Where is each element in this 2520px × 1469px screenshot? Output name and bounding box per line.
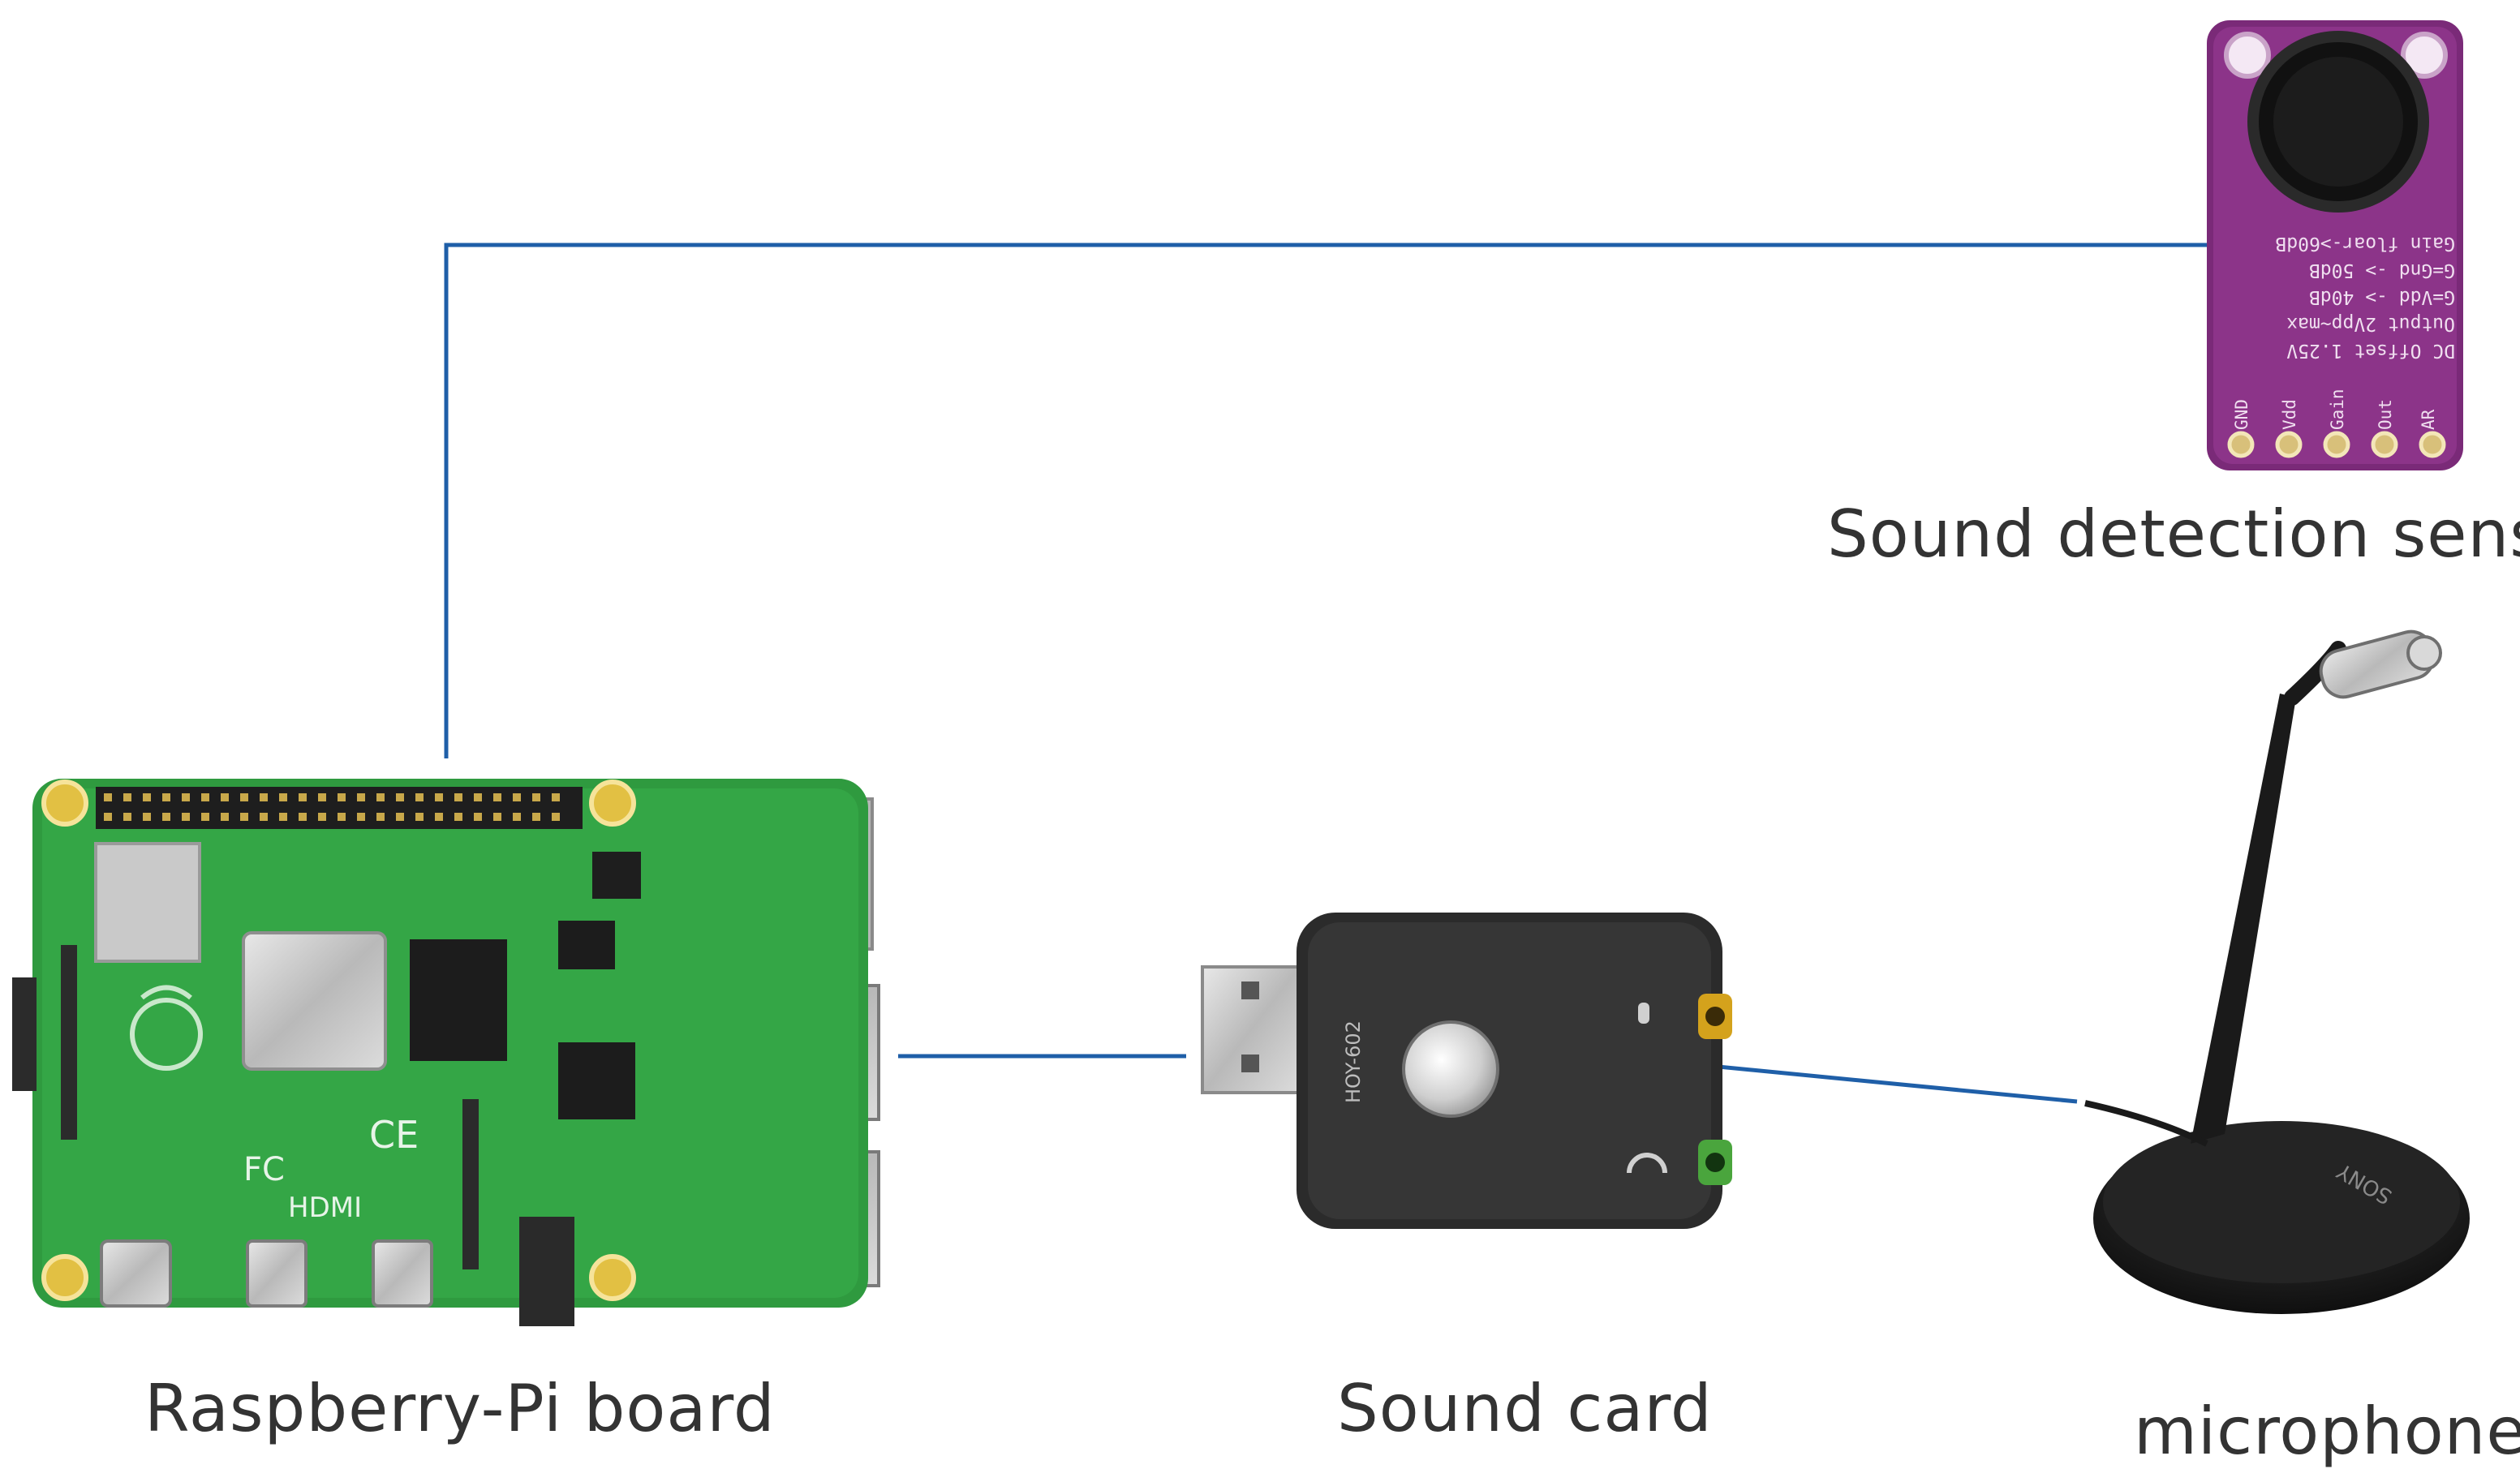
sound-card-label: Sound card — [1337, 1371, 1713, 1446]
volume-knob-icon — [1402, 1020, 1499, 1118]
gpio-header-icon — [96, 787, 583, 829]
pi-hdmi-label: HDMI — [288, 1192, 362, 1224]
mic-head-icon — [2319, 629, 2442, 699]
pi-to-sensor-line — [444, 243, 2223, 758]
sensor-text-row: Output 2Vpp~max — [2286, 313, 2455, 334]
cpu-chip-icon — [242, 931, 387, 1071]
sound-card-model: HOY-602 — [1342, 1020, 1365, 1103]
sensor-text-row: DC Offset 1.25V — [2286, 340, 2455, 361]
sound-sensor-label: Sound detection sensor — [1827, 496, 2520, 572]
sensor-pin-label: AR — [2419, 409, 2438, 430]
headphone-jack-icon — [1627, 1140, 1732, 1185]
microphone-label: microphone — [2134, 1394, 2520, 1469]
sensor-text-row: Gain floar->60dB — [2275, 233, 2455, 254]
sound-sensor-board: Gain floar->60dB G=Gnd -> 50dB G=Vdd -> … — [2207, 20, 2463, 470]
microphone-device: SONY — [2084, 629, 2470, 1314]
sensor-text-row: G=Vdd -> 40dB — [2309, 286, 2455, 307]
raspberry-logo-icon — [130, 985, 203, 1071]
pi-fc-mark: FC — [243, 1151, 285, 1188]
raspberry-pi-board: CE FC HDMI — [12, 779, 880, 1326]
sensor-pin-label: Gain — [2328, 389, 2347, 430]
sensor-text-row: G=Gnd -> 50dB — [2309, 260, 2455, 281]
usb-sound-card: HOY-602 — [1201, 913, 1732, 1229]
sensor-pin-label: Vdd — [2280, 399, 2299, 430]
pi-ce-mark: CE — [369, 1113, 419, 1157]
mic-jack-icon — [1638, 994, 1732, 1039]
sensor-pin-label: GND — [2232, 399, 2251, 430]
sensor-pin-label: Out — [2376, 399, 2395, 430]
raspberry-pi-label: Raspberry-Pi board — [144, 1371, 776, 1446]
sensor-mic-capsule-icon — [2247, 31, 2429, 213]
